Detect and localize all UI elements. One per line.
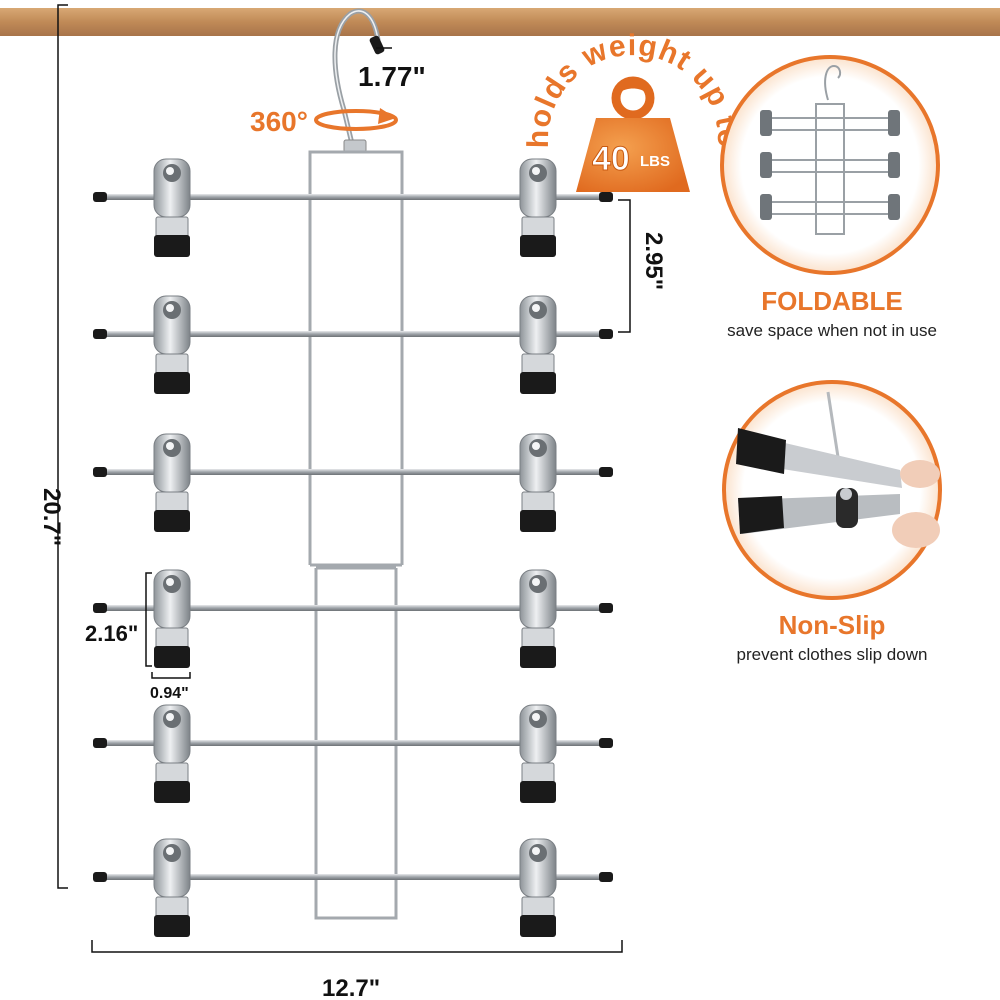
total-width-label: 12.7" — [322, 975, 380, 1000]
clip-height-bracket — [145, 572, 152, 667]
hanger-hook — [332, 8, 385, 153]
rotation-label: 360° — [250, 106, 308, 137]
hanger-rungs — [93, 158, 613, 938]
clip-closeup-illustration — [722, 380, 942, 600]
rung-6 — [93, 838, 613, 938]
feature-non-slip: Non-Slip prevent clothes slip down — [722, 380, 942, 664]
non-slip-caption: prevent clothes slip down — [737, 645, 928, 664]
height-bracket — [57, 4, 68, 889]
folded-hanger-illustration — [720, 55, 940, 275]
clip-height-label: 2.16" — [85, 621, 138, 646]
rung-5 — [93, 704, 613, 804]
closet-rod — [0, 8, 1000, 36]
clip-width-bracket — [151, 672, 191, 679]
hanger-frame — [308, 150, 404, 920]
width-bracket — [91, 940, 623, 953]
non-slip-title: Non-Slip — [779, 610, 886, 640]
weight-number: 40 — [592, 140, 630, 178]
total-height-label: 20.7" — [38, 488, 65, 546]
rung-3 — [93, 433, 613, 533]
feature-foldable: FOLDABLE save space when not in use — [720, 55, 940, 340]
weight-unit: LBS — [640, 153, 670, 170]
foldable-caption: save space when not in use — [727, 321, 937, 340]
rung-1 — [93, 158, 613, 258]
rung-gap-bracket — [618, 199, 631, 333]
rotation-arrow-icon — [314, 108, 398, 131]
clip-width-label: 0.94" — [150, 685, 189, 702]
rung-4 — [93, 569, 613, 669]
rung-gap-label: 2.95" — [640, 232, 667, 290]
foldable-title: FOLDABLE — [761, 286, 903, 316]
hook-dimension-label: 1.77" — [358, 61, 426, 92]
rung-2 — [93, 295, 613, 395]
